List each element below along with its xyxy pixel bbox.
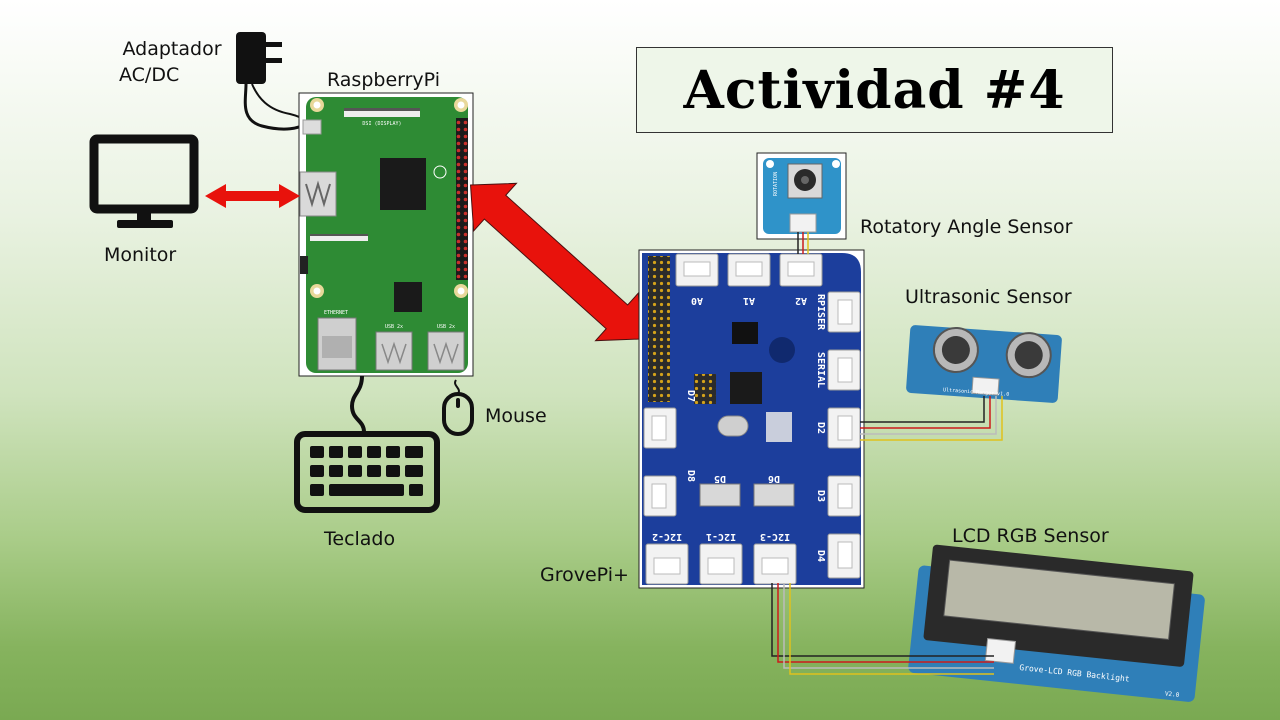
port-serial-label: SERIAL (815, 352, 826, 388)
raspberry-pi-board: DSI (DISPLAY) ETHERNET USB 2x USB 2x (298, 92, 474, 377)
grovepi-board: A0 A1 A2 RPISER SERIAL D2 D3 D4 D5 D6 D7… (638, 249, 865, 589)
dsi-label: DSI (DISPLAY) (362, 121, 401, 127)
lcd-sensor-label: LCD RGB Sensor (952, 525, 1109, 547)
monitor-label: Monitor (104, 244, 177, 266)
mouse-icon (442, 379, 474, 436)
port-d6-label: D6 (768, 473, 780, 484)
ultra-board-label: Ultrasonic Ranger v1.0 (943, 387, 1009, 398)
ultrasonic-sensor-label: Ultrasonic Sensor (905, 286, 1072, 308)
ethernet-label: ETHERNET (324, 310, 348, 316)
port-a0-label: A0 (691, 295, 703, 306)
adapter-label: Adaptador AC/DC (117, 36, 227, 88)
rotation-label: ROTATION (773, 172, 779, 196)
monitor-rpi-arrow (205, 184, 300, 208)
monitor-icon (89, 134, 199, 228)
adapter-label-line1: Adaptador (122, 38, 222, 60)
port-d3-label: D3 (815, 490, 826, 502)
title-box: Actividad #4 (636, 47, 1113, 133)
rpi-grovepi-arrow (470, 182, 642, 342)
usb-label-1: USB 2x (385, 324, 403, 330)
ultrasonic-sensor: Ultrasonic Ranger v1.0 (906, 325, 1062, 403)
raspberry-label: RaspberryPi (327, 69, 440, 91)
usb-label-2: USB 2x (437, 324, 455, 330)
adapter-label-line2: AC/DC (119, 64, 180, 86)
port-d7-label: D7 (685, 390, 696, 402)
grovepi-label: GrovePi+ (540, 564, 629, 586)
rotary-sensor-label: Rotatory Angle Sensor (860, 216, 1073, 238)
port-i2c1-label: I2C-1 (706, 531, 736, 542)
wires (771, 232, 1003, 675)
port-i2c2-label: I2C-2 (652, 531, 682, 542)
keyboard-label: Teclado (324, 528, 396, 550)
power-adapter-icon (236, 32, 306, 131)
mouse-label: Mouse (485, 405, 547, 427)
port-a1-label: A1 (743, 295, 755, 306)
page-title: Actividad #4 (683, 59, 1066, 121)
port-i2c3-label: I2C-3 (760, 531, 790, 542)
rotary-angle-sensor: ROTATION (756, 152, 847, 240)
port-a2-label: A2 (795, 295, 807, 306)
keyboard-icon (294, 375, 440, 513)
port-d8-label: D8 (685, 470, 696, 482)
port-d4-label: D4 (815, 550, 826, 562)
lcd-rgb-module: Grove-LCD RGB Backlight V2.0 (908, 544, 1205, 702)
lcd-version-label: V2.0 (1164, 690, 1179, 699)
port-d2-label: D2 (815, 422, 826, 434)
port-d5-label: D5 (714, 473, 726, 484)
port-rpiser-label: RPISER (815, 294, 826, 331)
